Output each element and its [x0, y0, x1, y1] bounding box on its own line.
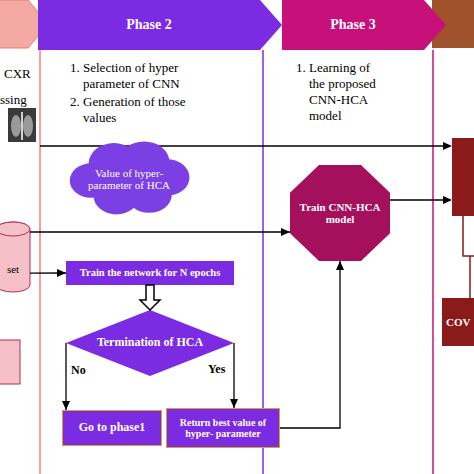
node-text: set	[7, 263, 19, 275]
xray-spine	[21, 112, 23, 140]
parameter-cloud: Value of hyper- parameter of HCA	[66, 140, 192, 218]
train-octagon: Train CNN-HCA model	[290, 165, 390, 261]
node-text: Phase 3	[330, 17, 376, 33]
text-wrap: Train the network for N epochs	[66, 261, 234, 285]
process-box: Return best value of hyper- parameter	[166, 408, 280, 448]
process-box: Go to phase1	[62, 410, 162, 446]
node-text: Value of hyper- parameter of HCA	[80, 167, 178, 192]
arrow-head	[57, 269, 66, 277]
column-divider	[432, 50, 434, 474]
text-wrap: COV	[442, 298, 474, 346]
arrow-head	[443, 196, 452, 204]
flow-line	[390, 199, 446, 200]
dataset-cylinder: set	[0, 222, 30, 292]
node-text: Return best value of hyper- parameter	[171, 417, 275, 439]
tree-bracket	[463, 216, 474, 298]
banner-shape	[38, 0, 282, 50]
output-box: COV	[442, 298, 474, 346]
xray-lung	[11, 115, 21, 137]
octagon-shape	[290, 165, 390, 261]
free-label: CXR	[4, 66, 44, 82]
connector-line	[30, 272, 66, 273]
shape-outline	[0, 222, 30, 292]
process-box: Train the network for N epochs	[66, 261, 234, 285]
connector-line	[280, 261, 340, 428]
text-wrap: Train CNN-HCA model	[290, 165, 390, 261]
banner-shape	[282, 0, 446, 50]
text-wrap: Phase 2	[38, 0, 282, 50]
document-shape-cut	[0, 340, 20, 384]
cylinder-top	[0, 222, 30, 236]
diamond-shape	[66, 310, 234, 376]
edge-label: No	[71, 363, 86, 378]
phase-banner: Phase 2	[38, 0, 282, 50]
xray-lung	[23, 115, 33, 137]
free-label: 1. Learning of the proposed CNN-HCA mode…	[296, 60, 386, 124]
connector-line	[30, 231, 290, 232]
output-box-cut	[452, 138, 474, 216]
edge-label: Yes	[208, 362, 225, 377]
arrow-head	[62, 401, 70, 410]
connector-line	[65, 343, 66, 410]
free-label: ssing	[0, 92, 40, 108]
arrow-head	[281, 228, 290, 236]
node-text: Termination of HCA	[97, 336, 203, 349]
node-text: COV	[446, 316, 470, 328]
free-label: 1. Selection of hyper parameter of CNN	[70, 60, 202, 92]
column-divider	[39, 50, 41, 474]
text-wrap: Phase 3	[282, 0, 446, 50]
text-wrap: Go to phase1	[63, 411, 161, 445]
text-wrap: set	[0, 222, 30, 292]
text-wrap: Return best value of hyper- parameter	[167, 409, 279, 447]
cylinder-body	[0, 222, 30, 292]
hollow-arrow	[140, 285, 160, 310]
text-wrap: Value of hyper- parameter of HCA	[66, 140, 192, 218]
node-text: Phase 2	[126, 17, 172, 33]
arrow-head	[443, 142, 452, 150]
node-text: Train the network for N epochs	[80, 267, 220, 279]
free-label: 2. Generation of those values	[70, 94, 202, 126]
arrow-head	[336, 261, 344, 270]
connector-line	[233, 343, 234, 408]
arrow-head	[230, 399, 238, 408]
phase-banner: Phase 3	[282, 0, 446, 50]
node-text: Go to phase1	[79, 421, 146, 434]
xray-thumbnail	[8, 108, 36, 142]
node-text: Train CNN-HCA model	[298, 201, 382, 226]
